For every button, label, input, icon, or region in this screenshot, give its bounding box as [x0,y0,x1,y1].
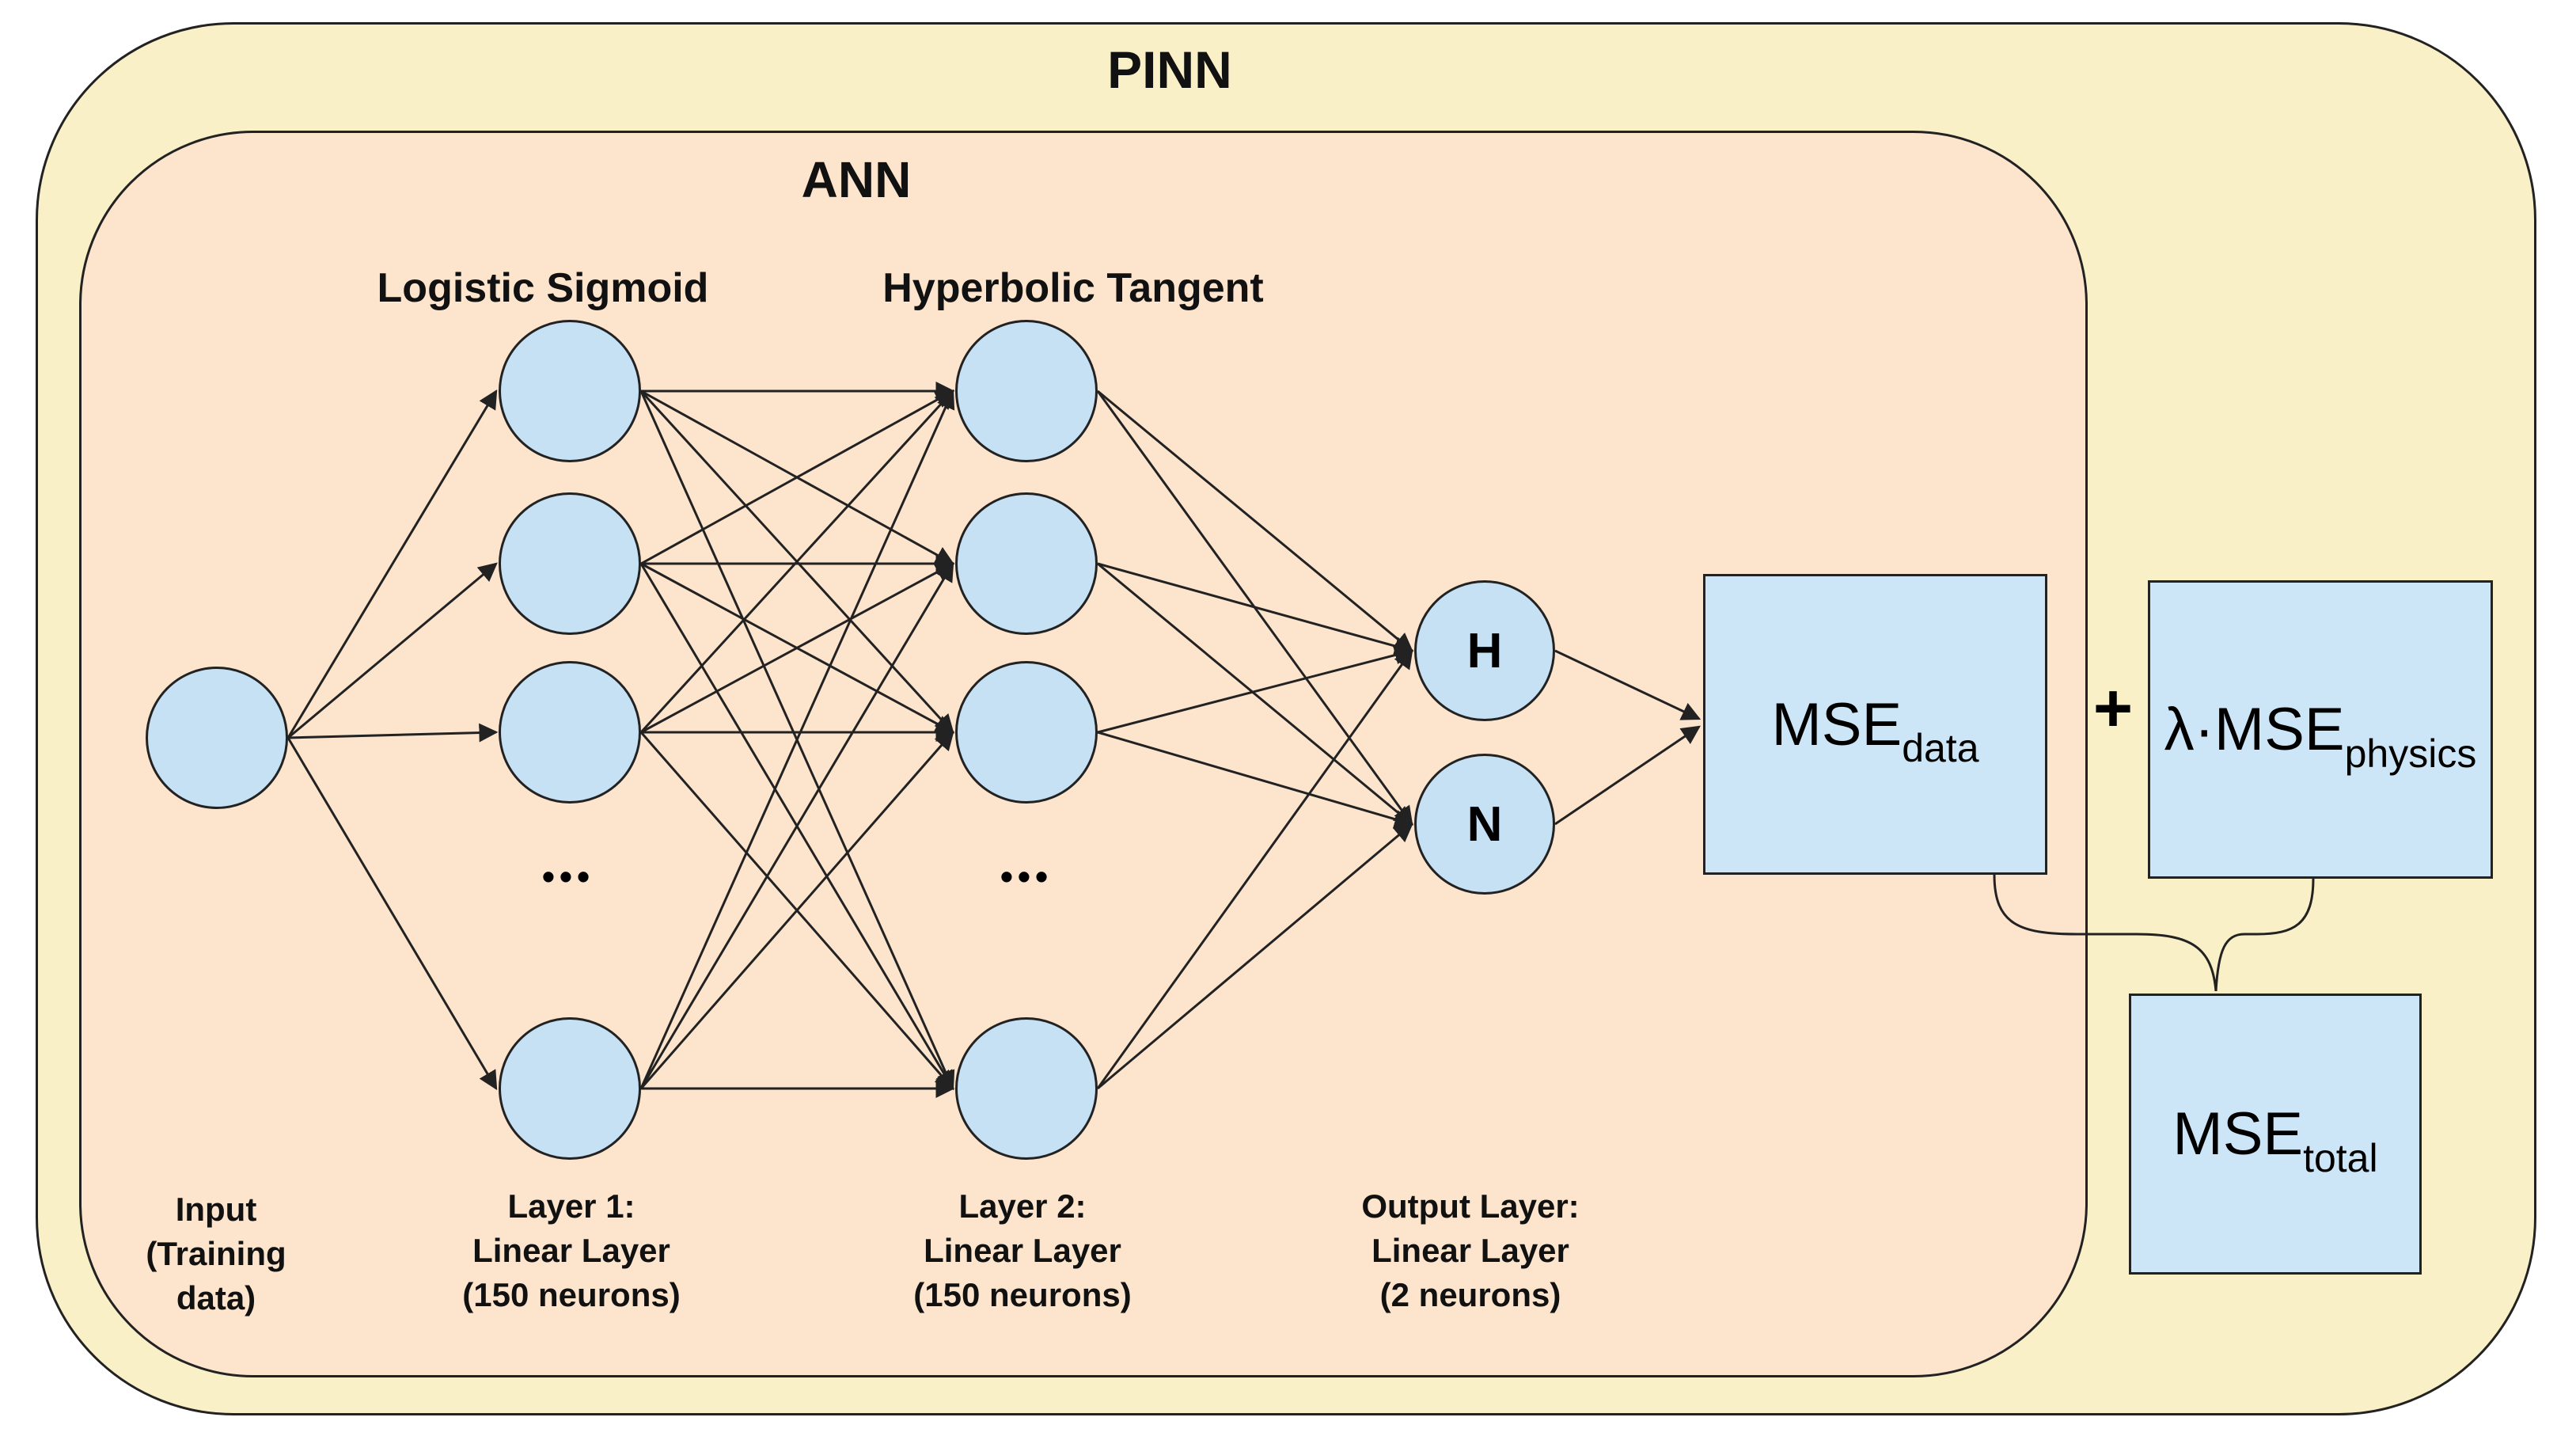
brace-right-curve [2214,878,2315,992]
layer1-node-4 [499,1017,641,1160]
plus-sign: + [2092,671,2134,747]
layer1-caption: Layer 1: Linear Layer (150 neurons) [462,1187,681,1313]
mse-data-subscript: data [1902,726,1979,770]
input-caption: Input (Training data) [146,1191,286,1317]
mse-data-label: MSE [1771,690,1903,758]
layer1-node-2 [499,492,641,635]
input-node [146,667,288,809]
layer1-ellipsis: ••• [541,856,595,897]
output-caption: Output Layer: Linear Layer (2 neurons) [1361,1187,1580,1313]
mse-total-subscript: total [2303,1135,2378,1180]
layer1-activation-label: Logistic Sigmoid [377,265,709,311]
layer2-ellipsis: ••• [1000,856,1053,897]
output-node-h: H [1414,580,1555,721]
layer2-node-4 [955,1017,1098,1160]
layer2-node-2 [955,492,1098,635]
layer2-node-3 [955,661,1098,804]
layer1-node-1 [499,320,641,462]
output-node-n: N [1414,754,1555,895]
layer1-node-3 [499,661,641,804]
pinn-title: PINN [1107,40,1232,99]
layer2-caption: Layer 2: Linear Layer (150 neurons) [913,1187,1132,1313]
layer2-node-1 [955,320,1098,462]
mse-total-label: MSE [2172,1100,2304,1168]
mse-physics-label: λ·MSE [2164,696,2345,763]
mse-physics-subscript: physics [2344,731,2477,776]
layer2-activation-label: Hyperbolic Tangent [882,265,1264,311]
ann-title: ANN [801,151,912,208]
brace-left-curve [1993,874,2217,992]
